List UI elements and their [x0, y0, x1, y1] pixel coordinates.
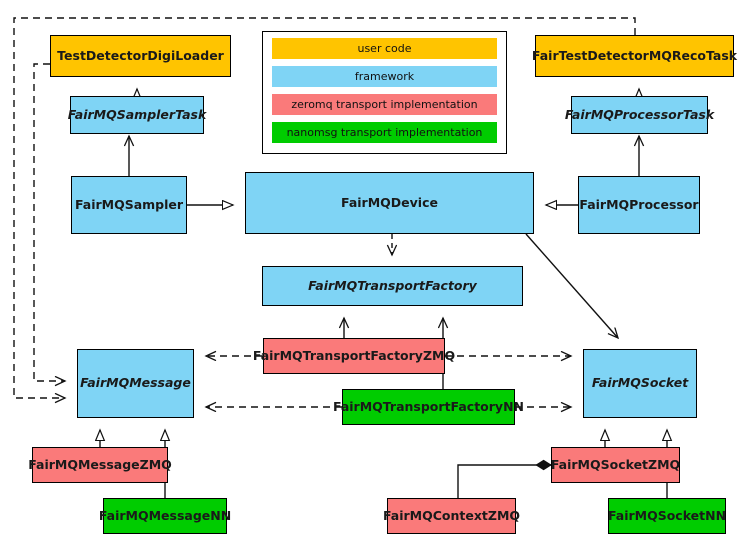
class-node-fairmqmessagezmq[interactable]: FairMQMessageZMQ: [28, 447, 172, 483]
class-node-fairmqsocket[interactable]: FairMQSocket: [583, 349, 697, 418]
class-node-fairmqmessage[interactable]: FairMQMessage: [77, 349, 194, 418]
edge-digiloader-to-message: [33, 63, 65, 381]
legend-item-1: framework: [272, 66, 497, 87]
class-node-fairmqsocketnn[interactable]: FairMQSocketNN: [608, 498, 726, 534]
edge-recotask-to-message: [13, 17, 636, 398]
class-node-fairmqdevice[interactable]: FairMQDevice: [245, 172, 534, 234]
class-node-fairmqtransportfactoryzmq[interactable]: FairMQTransportFactoryZMQ: [253, 338, 455, 374]
class-node-fairtestdetectormqrecotask[interactable]: FairTestDetectorMQRecoTask: [532, 35, 737, 77]
edge-device-to-socket: [525, 233, 618, 338]
class-node-fairmqsocketzmq[interactable]: FairMQSocketZMQ: [551, 447, 680, 483]
class-node-fairmqtransportfactory[interactable]: FairMQTransportFactory: [262, 266, 523, 306]
class-node-fairmqsampler[interactable]: FairMQSampler: [71, 176, 187, 234]
legend-item-0: user code: [272, 38, 497, 59]
legend-item-3: nanomsg transport implementation: [272, 122, 497, 143]
class-node-fairmqcontextzmq[interactable]: FairMQContextZMQ: [383, 498, 520, 534]
class-node-fairmqsamplertask[interactable]: FairMQSamplerTask: [68, 96, 206, 134]
class-node-fairmqprocessortask[interactable]: FairMQProcessorTask: [565, 96, 714, 134]
class-node-fairmqprocessor[interactable]: FairMQProcessor: [578, 176, 700, 234]
class-node-fairmqtransportfactorynn[interactable]: FairMQTransportFactoryNN: [333, 389, 524, 425]
edge-socketzmq-to-contextzmq: [457, 465, 551, 498]
legend-item-2: zeromq transport implementation: [272, 94, 497, 115]
class-node-fairmqmessagenn[interactable]: FairMQMessageNN: [99, 498, 231, 534]
class-node-testdetectordigiloader[interactable]: TestDetectorDigiLoader: [50, 35, 231, 77]
